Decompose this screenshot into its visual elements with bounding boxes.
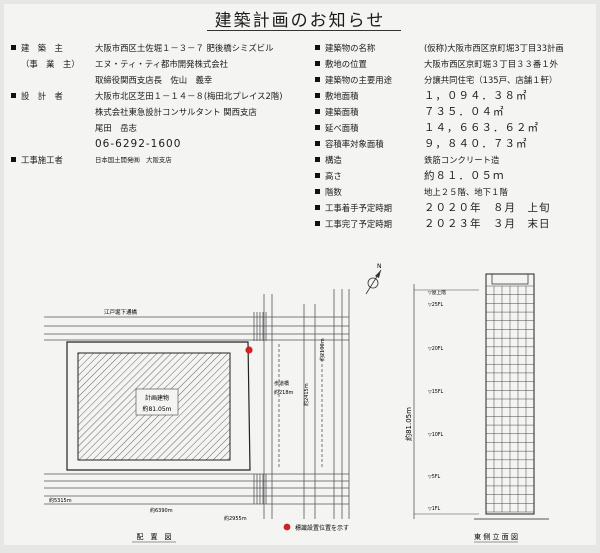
row-value: 株式会社東急設計コンサルタント 関西支店 — [95, 107, 257, 117]
row-label: 工事着手予定時期 — [325, 203, 392, 213]
title-underline — [207, 30, 401, 31]
dimension-label: 約6390m — [150, 507, 173, 514]
floor-label: ▽10FL — [428, 432, 444, 438]
row-label: 高さ — [325, 171, 342, 181]
row-value: １４，６６３．６２㎡ — [424, 122, 539, 134]
row-value: ２０２３年 ３月 末日 — [424, 218, 551, 230]
row-label: 延べ面積 — [325, 123, 359, 133]
row-label: 敷地の位置 — [325, 59, 367, 69]
row-value: ９，８４０．７３㎡ — [424, 138, 528, 150]
phone-number: 06-6292-1600 — [95, 138, 182, 150]
floor-label: ▽屋上階 — [428, 289, 446, 296]
bullet-icon — [315, 189, 320, 194]
bullet-icon — [315, 221, 320, 226]
bullet-icon — [315, 109, 320, 114]
bullet-icon — [315, 61, 320, 66]
floor-label: ▽5FL — [428, 474, 441, 480]
dimension-label: 約2415m — [303, 383, 310, 406]
north-arrow-icon: N — [365, 263, 382, 295]
elevation-caption: 東 側 立 面 図 — [474, 532, 518, 541]
row-value: 尾田 岳志 — [95, 123, 137, 133]
bullet-icon — [315, 77, 320, 82]
row-value: 日本国土開発㈱ 大阪支店 — [95, 156, 172, 164]
row-value: 大阪市西区京町堀３丁目３３番１外 — [424, 59, 558, 69]
floor-label: ▽20FL — [428, 346, 444, 352]
row-value: (仮称)大阪市西区京町堀3丁目33計画 — [424, 43, 564, 53]
row-label: 敷地面積 — [325, 91, 359, 101]
dimension-label: 約5315m — [49, 497, 72, 504]
height-dimension: 約81.05m — [404, 407, 413, 441]
bullet-icon — [315, 205, 320, 210]
bullet-icon — [315, 141, 320, 146]
dimension-label: 約218m — [274, 389, 294, 396]
bullet-icon — [315, 157, 320, 162]
row-value: 取締役関西支店長 佐山 義幸 — [95, 75, 213, 85]
row-label: 設 計 者 — [21, 91, 63, 101]
row-label: 容積率対象面積 — [325, 139, 384, 149]
row-label: 建築物の主要用途 — [325, 75, 392, 85]
building-name-label: 計画建物 — [145, 394, 169, 402]
row-value: 大阪市西区土佐堀１－３－７ 肥後橋シミズビル — [95, 43, 274, 53]
site-boundary — [66, 341, 251, 471]
floor-label: ▽1FL — [428, 506, 441, 512]
street-label: 江戸堀下通橋 — [104, 308, 138, 316]
row-value: エヌ・ティ・ティ都市開発株式会社 — [95, 59, 228, 69]
crosswalk-label: 歩道橋 — [274, 380, 289, 387]
sign-location-marker — [245, 346, 253, 354]
bullet-icon — [11, 157, 16, 162]
row-label: 工事完了予定時期 — [325, 219, 392, 229]
svg-text:N: N — [377, 263, 382, 270]
row-label: 建 築 主 — [21, 43, 63, 53]
row-value: ７３５．０４㎡ — [424, 106, 505, 118]
floor-label: ▽25FL — [428, 302, 444, 308]
row-label: 工事施工者 — [21, 155, 63, 165]
row-label: （事 業 主） — [21, 59, 80, 69]
row-value: ２０２０年 ８月 上旬 — [424, 202, 551, 214]
bullet-icon — [315, 45, 320, 50]
row-value: 分譲共同住宅（135戸、店舗１軒） — [424, 75, 558, 85]
building-height-label: 約81.05m — [142, 405, 171, 413]
row-value: １，０９４．３８㎡ — [424, 90, 528, 102]
row-value: 地上２５階、地下１階 — [424, 187, 508, 197]
drawings: N — [44, 263, 549, 543]
site-plan: N — [44, 263, 382, 543]
bullet-icon — [315, 93, 320, 98]
notice-board: 建築計画のお知らせ 建 築 主 大阪市西区土佐堀１－３－７ 肥後橋シミズビル （事… — [4, 4, 596, 545]
east-elevation: ▽屋上階 ▽25FL ▽20FL ▽15FL ▽10FL ▽5FL ▽1FL 約… — [404, 273, 549, 543]
bullet-icon — [315, 125, 320, 130]
legend-marker — [283, 523, 291, 531]
site-plan-caption: 配 置 図 — [137, 533, 172, 541]
row-label: 階数 — [325, 187, 342, 197]
page-title: 建築計画のお知らせ — [214, 11, 386, 31]
row-label: 構造 — [325, 155, 342, 165]
dimension-label: 約2190m — [319, 338, 326, 361]
legend-text: 標識設置位置を示す — [295, 524, 349, 532]
row-value: 大阪市北区芝田１－１４－８(梅田北プレイス2階) — [95, 91, 283, 101]
dimension-label: 約2955m — [224, 515, 247, 522]
bullet-icon — [11, 93, 16, 98]
floor-label: ▽15FL — [428, 389, 444, 395]
bullet-icon — [315, 173, 320, 178]
row-label: 建築面積 — [325, 107, 359, 117]
bullet-icon — [11, 45, 16, 50]
row-label: 建築物の名称 — [325, 43, 376, 53]
row-value: 鉄筋コンクリート造 — [424, 155, 500, 165]
row-value: 約８１．０５ｍ — [424, 170, 505, 182]
